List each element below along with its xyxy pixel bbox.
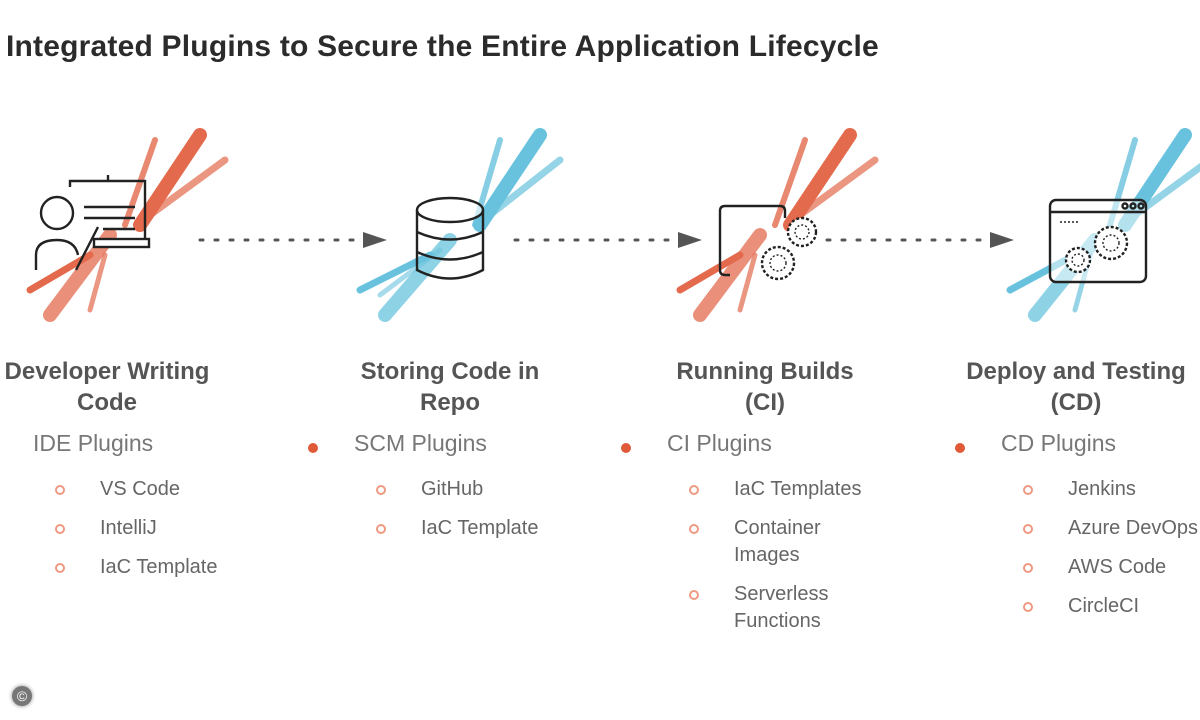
- stage-title-line: Developer Writing: [4, 358, 210, 385]
- bullet-ring: [376, 524, 386, 534]
- stage-title-line: Running Builds: [676, 358, 854, 385]
- list-item: VS Code: [0, 476, 292, 503]
- plugin-category: CI Plugins: [667, 430, 772, 456]
- stage-title-line: Code: [77, 389, 137, 416]
- stage-title-repo: Storing Code in Repo: [290, 356, 610, 418]
- deploy-window-gears-icon: [1006, 128, 1200, 322]
- plugin-category: IDE Plugins: [33, 430, 154, 456]
- bullet-dot: [308, 443, 318, 453]
- developer-presentation-icon: [26, 128, 229, 322]
- bullet-ring: [1023, 485, 1033, 495]
- bullet-ring: [689, 524, 699, 534]
- flow-arrow-2: [513, 232, 702, 248]
- stage-title-ci: Running Builds (CI): [605, 356, 925, 418]
- stage-title-line: Repo: [420, 389, 480, 416]
- bullet-ring: [1023, 524, 1033, 534]
- list-item: Jenkins: [960, 476, 1200, 503]
- flow-arrow-1: [198, 232, 387, 248]
- page-title: Integrated Plugins to Secure the Entire …: [6, 30, 879, 63]
- list-item: AWS Code: [960, 554, 1200, 581]
- bullet-ring: [1023, 563, 1033, 573]
- plugin-list-scm: SCM Plugins GitHub IaC Template: [308, 430, 613, 542]
- copyright-icon: ©: [12, 686, 32, 706]
- bullet-ring: [376, 485, 386, 495]
- list-item: IntelliJ: [0, 515, 292, 542]
- stage-title-developer: Developer Writing Code: [0, 356, 267, 418]
- build-gears-icon: [676, 128, 879, 322]
- list-item: IaC Template: [0, 554, 292, 581]
- stage-title-line: (CI): [745, 389, 785, 416]
- list-item: Azure DevOps: [960, 515, 1200, 542]
- plugin-list-ide: IDE Plugins VS Code IntelliJ IaC Templat…: [0, 430, 292, 581]
- stage-title-line: Storing Code in: [360, 358, 540, 385]
- stage-title-line: (CD): [1050, 389, 1102, 416]
- flow-arrow-3: [825, 232, 1014, 248]
- bullet-ring: [55, 485, 65, 495]
- stage-title-cd: Deploy and Testing (CD): [916, 356, 1200, 418]
- bullet-ring: [689, 485, 699, 495]
- list-item: GitHub: [313, 476, 613, 503]
- bullet-ring: [689, 590, 699, 600]
- stage-title-line: Deploy and Testing: [966, 358, 1186, 385]
- list-item: IaC Template: [313, 515, 613, 542]
- plugin-category: SCM Plugins: [354, 430, 487, 456]
- bullet-ring: [55, 524, 65, 534]
- plugin-list-cd: CD Plugins Jenkins Azure DevOps AWS Code…: [955, 430, 1200, 620]
- database-icon: [356, 128, 564, 322]
- bullet-ring: [55, 563, 65, 573]
- list-item: CircleCI: [960, 593, 1200, 620]
- list-item: IaC Templates: [626, 476, 926, 503]
- plugin-category: CD Plugins: [1001, 430, 1117, 456]
- bullet-ring: [1023, 602, 1033, 612]
- bullet-dot: [621, 443, 631, 453]
- bullet-dot: [955, 443, 965, 453]
